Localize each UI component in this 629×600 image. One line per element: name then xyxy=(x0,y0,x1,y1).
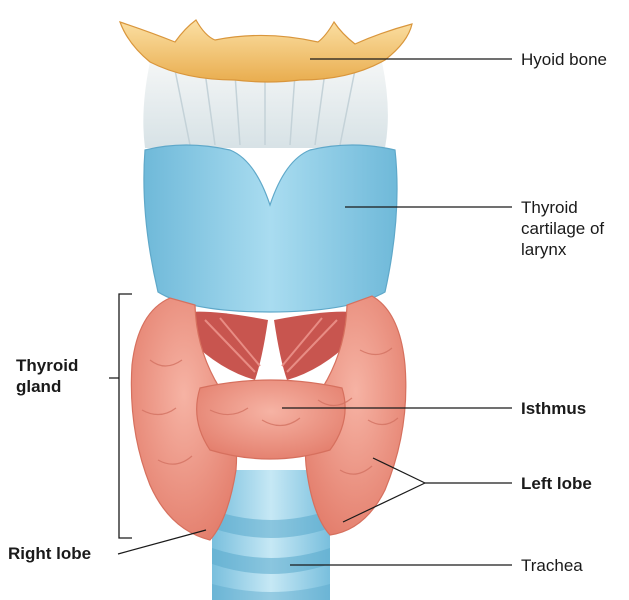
thyroid-cartilage xyxy=(144,145,397,312)
isthmus xyxy=(197,380,345,459)
leader-line-right-lobe xyxy=(118,530,206,554)
label-isthmus: Isthmus xyxy=(521,398,586,419)
label-hyoid-bone: Hyoid bone xyxy=(521,49,607,70)
label-thyroid-gland: Thyroid gland xyxy=(16,355,78,397)
label-left-lobe: Left lobe xyxy=(521,473,592,494)
cricothyroid-muscle xyxy=(190,312,352,380)
label-right-lobe: Right lobe xyxy=(8,543,91,564)
label-trachea: Trachea xyxy=(521,555,583,576)
label-thyroid-cartilage: Thyroid cartilage of larynx xyxy=(521,197,604,260)
thyroid-gland-bracket xyxy=(109,294,132,538)
